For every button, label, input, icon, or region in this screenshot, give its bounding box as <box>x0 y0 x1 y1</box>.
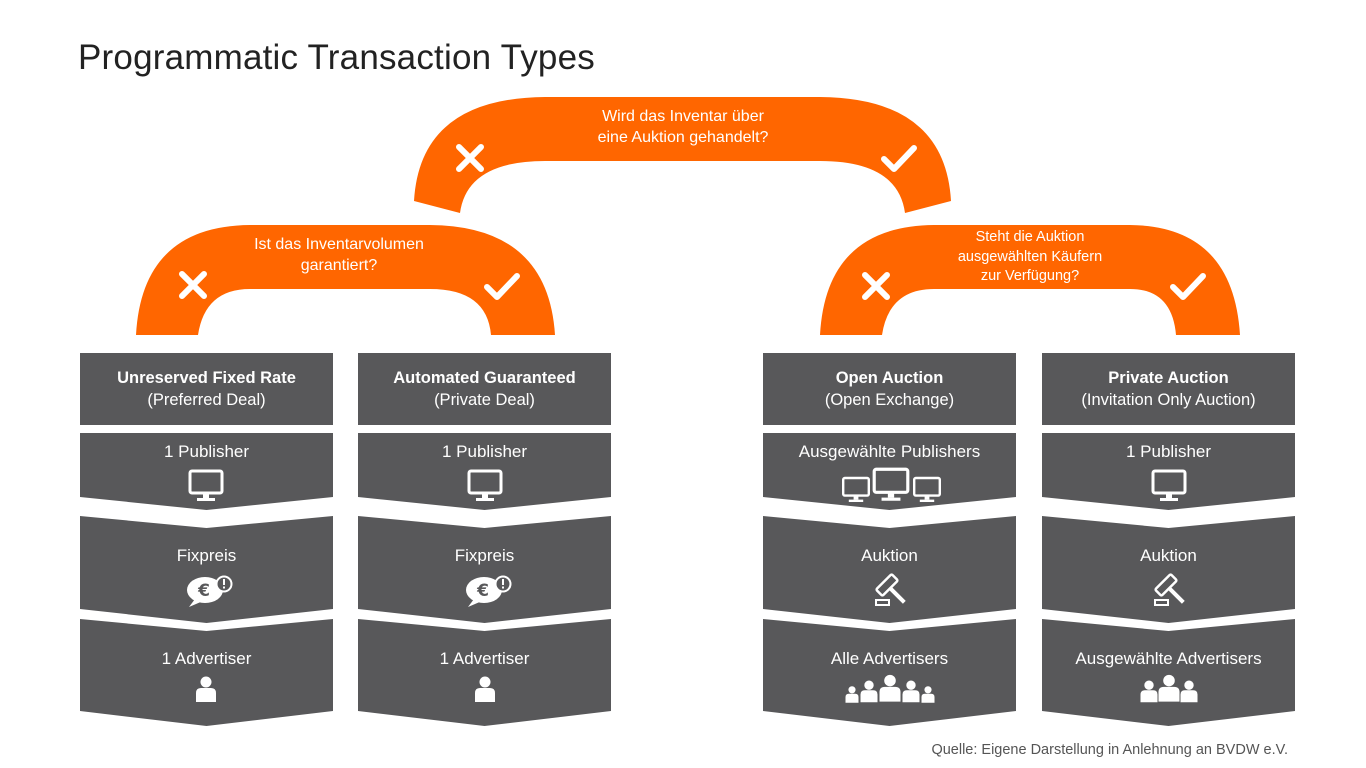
page-title: Programmatic Transaction Types <box>78 38 595 77</box>
column-header-panel <box>80 353 333 425</box>
price-label: Fixpreis <box>176 546 237 565</box>
publisher-panel <box>763 433 1016 510</box>
column-subtitle: (Preferred Deal) <box>147 391 266 409</box>
publisher-label: Ausgewählte Publishers <box>798 442 981 461</box>
cross-icon <box>456 144 484 172</box>
check-icon <box>484 273 520 300</box>
column-header: Open Auction (Open Exchange) <box>763 353 1016 425</box>
column-title: Automated Guaranteed <box>393 369 576 387</box>
left-question: Ist das Inventarvolumen garantiert? <box>254 236 424 274</box>
advertiser-panel <box>80 619 333 726</box>
advertiser-label: 1 Advertiser <box>161 649 252 668</box>
column-header: Private Auction (Invitation Only Auction… <box>1042 353 1295 425</box>
advertiser-panel <box>1042 619 1295 726</box>
right-question-arc <box>820 225 1240 335</box>
price-label: Auktion <box>1140 546 1197 565</box>
column-header-panel <box>358 353 611 425</box>
column-title: Unreserved Fixed Rate <box>117 369 296 387</box>
price-panel <box>763 516 1016 623</box>
column-subtitle: (Open Exchange) <box>824 391 955 409</box>
publisher-label: 1 Publisher <box>163 442 250 461</box>
price-label: Auktion <box>861 546 918 565</box>
check-icon <box>1170 273 1206 300</box>
column-header: Unreserved Fixed Rate (Preferred Deal) <box>80 353 333 425</box>
advertiser-panel <box>763 619 1016 726</box>
source-note: Quelle: Eigene Darstellung in Anlehnung … <box>931 742 1288 758</box>
advertiser-panel <box>358 619 611 726</box>
publisher-label: 1 Publisher <box>441 442 528 461</box>
column-subtitle: (Invitation Only Auction) <box>1081 391 1256 409</box>
column-title: Private Auction <box>1108 369 1229 387</box>
column-title: Open Auction <box>835 369 944 387</box>
svg-text:€: € <box>197 581 210 601</box>
advertiser-label: 1 Advertiser <box>439 649 530 668</box>
euro-speech-bubble-icon: € <box>187 575 233 607</box>
left-question-arc <box>136 225 555 335</box>
price-label: Fixpreis <box>454 546 515 565</box>
price-panel <box>358 516 611 623</box>
advertiser-label: Alle Advertisers <box>830 649 949 668</box>
check-icon <box>881 145 917 172</box>
price-panel <box>80 516 333 623</box>
cross-icon <box>179 271 207 299</box>
euro-speech-bubble-icon: € <box>466 575 512 607</box>
column-header-panel <box>763 353 1016 425</box>
column-subtitle: (Private Deal) <box>434 391 535 409</box>
price-panel <box>1042 516 1295 623</box>
advertiser-label: Ausgewählte Advertisers <box>1075 649 1262 668</box>
publisher-label: 1 Publisher <box>1125 442 1212 461</box>
cross-icon <box>862 272 890 300</box>
svg-text:€: € <box>476 581 489 601</box>
column-header-panel <box>1042 353 1295 425</box>
top-question: Wird das Inventar über eine Auktion geha… <box>597 108 769 146</box>
top-question-arc <box>414 97 951 213</box>
right-question: Steht die Auktion ausgewählten Käufern z… <box>957 229 1103 284</box>
column-header: Automated Guaranteed (Private Deal) <box>358 353 611 425</box>
